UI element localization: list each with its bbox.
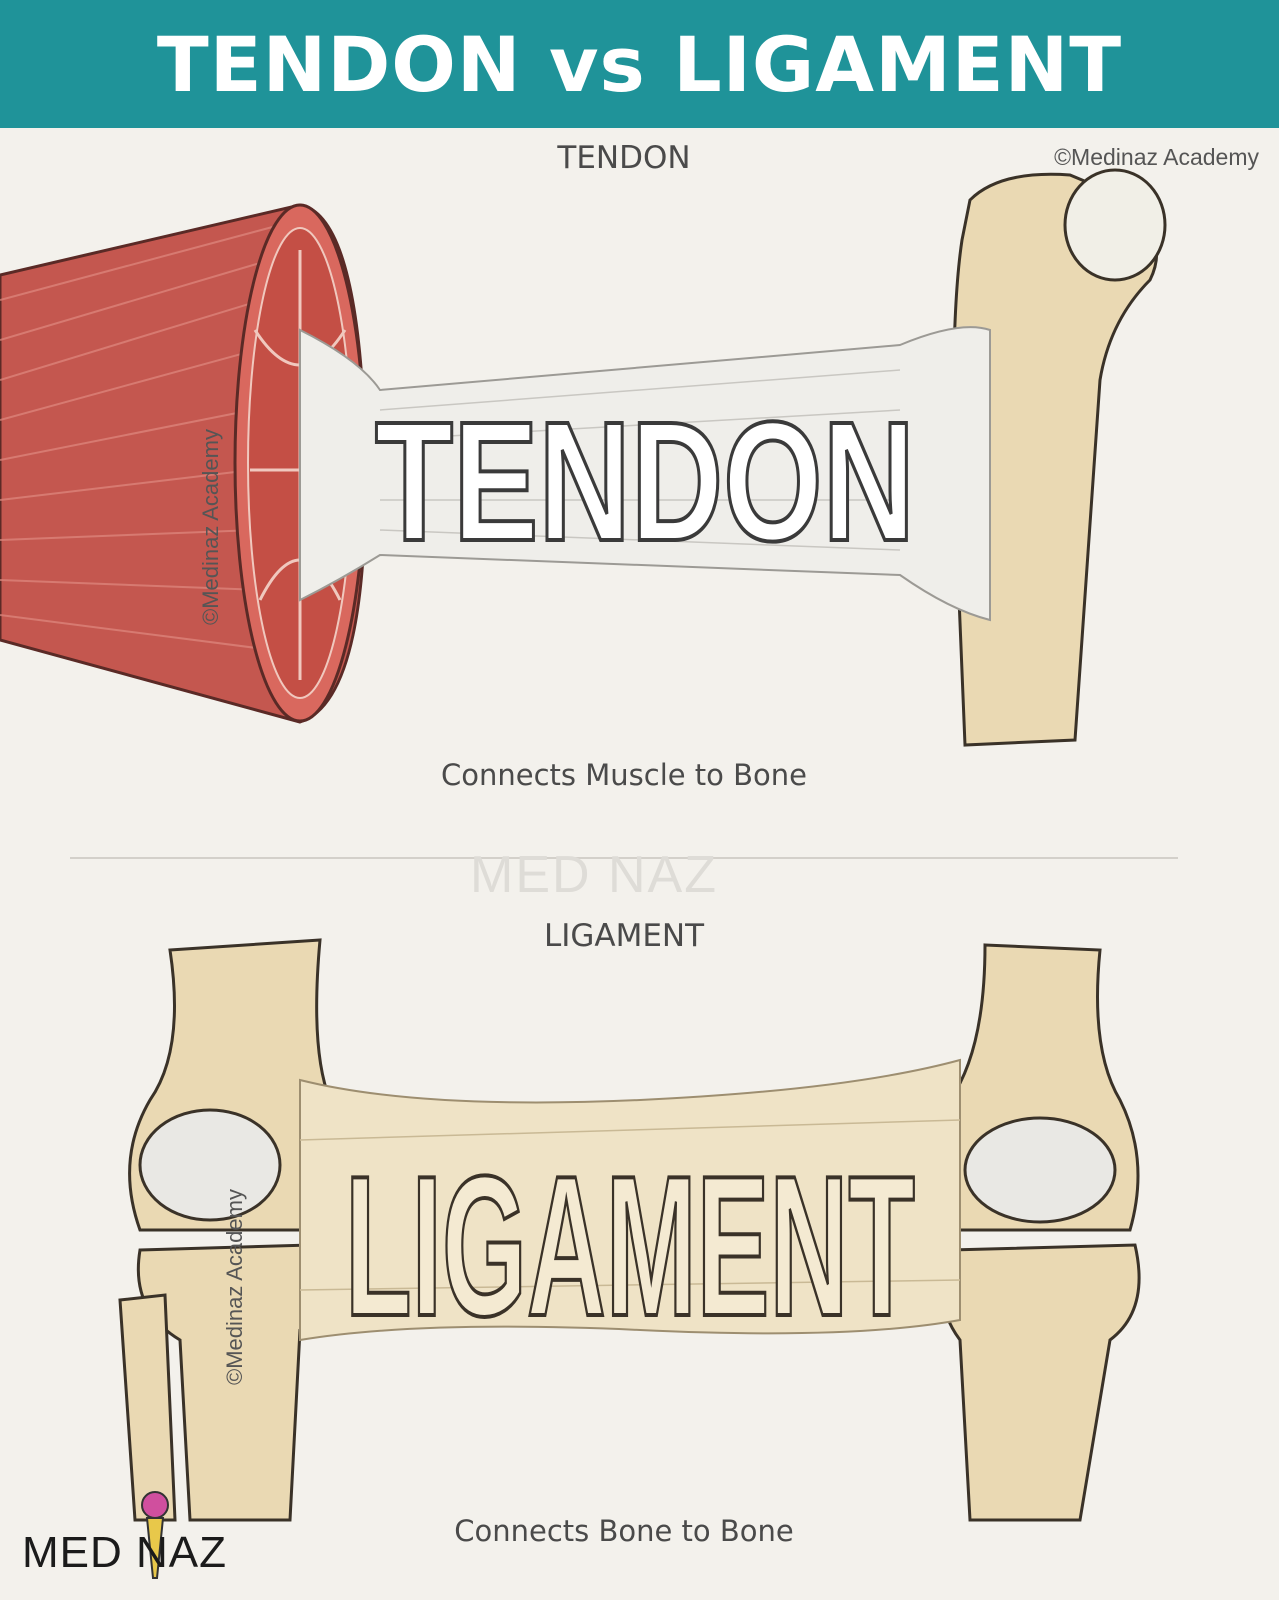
copyright-text: ©Medinaz Academy: [1054, 144, 1259, 170]
femur-bone-illustration: [952, 168, 1167, 747]
pencil-mascot-icon: [141, 1491, 169, 1579]
ligament-caption: Connects Bone to Bone: [454, 1514, 794, 1548]
watermark-vertical-ligament: ©Medinaz Academy: [222, 1189, 247, 1385]
medinaz-logo: MED NAZ: [22, 1528, 227, 1577]
left-knee-bones: [118, 938, 342, 1522]
tendon-word-art: TENDON: [373, 385, 917, 579]
title-banner: TENDON vs LIGAMENT: [0, 0, 1279, 128]
tendon-word: TENDON: [375, 387, 915, 577]
tendon-band-illustration: [299, 326, 991, 622]
tendon-illustration: [0, 168, 1167, 747]
muscle-illustration: [0, 203, 367, 724]
ligament-section-label: LIGAMENT: [543, 918, 705, 954]
ligament-word: LIGAMENT: [345, 1135, 915, 1358]
tendon-caption: Connects Muscle to Bone: [441, 758, 807, 792]
ligament-band-illustration: [299, 1058, 961, 1342]
center-watermark: MED NAZ: [470, 846, 718, 904]
section-divider: [70, 857, 1178, 859]
right-knee-bones: [928, 943, 1141, 1522]
page-title: TENDON vs LIGAMENT: [156, 19, 1123, 109]
tendon-section-label: TENDON: [557, 140, 691, 176]
